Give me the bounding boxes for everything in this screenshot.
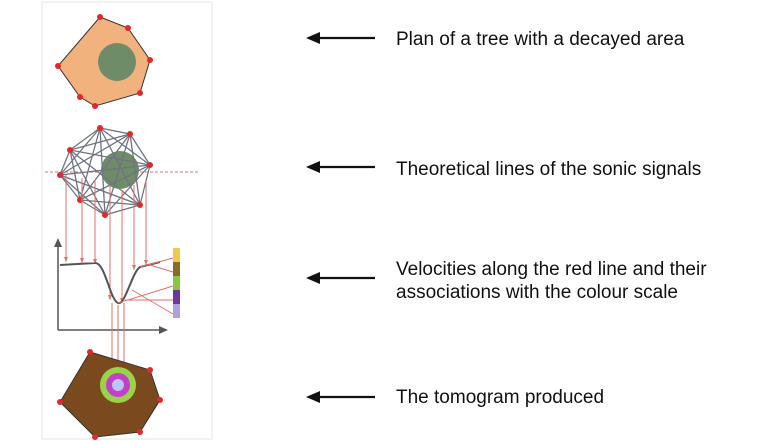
- sensor-dot: [102, 212, 108, 218]
- sensor-dot: [55, 63, 61, 69]
- left-arrow-head: [306, 272, 320, 284]
- signal-line: [104, 133, 131, 216]
- signal-line: [69, 149, 151, 166]
- x-axis-arrowhead: [159, 326, 168, 334]
- velocity-graph: [54, 238, 180, 372]
- colour-scale-segment: [173, 248, 180, 262]
- left-arrow-head: [306, 391, 320, 403]
- sensor-points: [57, 125, 153, 218]
- label-line: associations with the colour scale: [396, 282, 678, 303]
- signal-line: [69, 133, 131, 151]
- signal-line: [59, 174, 81, 201]
- sensor-dot: [147, 367, 153, 373]
- label-line: Velocities along the red line and their: [396, 259, 707, 280]
- colour-scale-segment: [173, 276, 180, 290]
- sensor-points: [55, 14, 153, 109]
- label-tomogram: The tomogram produced: [396, 386, 604, 409]
- projection-arrowhead: [93, 259, 97, 264]
- association-line: [131, 289, 174, 315]
- signal-line: [69, 149, 106, 216]
- sensor-dot: [137, 202, 143, 208]
- colour-scale-segment: [173, 290, 180, 304]
- signal-line: [79, 199, 106, 216]
- tomogram-core: [112, 379, 124, 391]
- sensor-dot: [157, 397, 163, 403]
- signal-line: [69, 149, 81, 201]
- signal-line: [59, 174, 141, 206]
- label-line: Theoretical lines of the sonic signals: [396, 159, 702, 180]
- y-axis-arrowhead: [54, 238, 62, 247]
- sensor-dot: [127, 131, 133, 137]
- projection-arrowhead: [132, 265, 136, 270]
- sensor-dot: [57, 172, 63, 178]
- signal-line: [79, 127, 101, 201]
- sensor-dot: [97, 14, 103, 20]
- sensor-dot: [67, 147, 73, 153]
- sensor-dot: [97, 125, 103, 131]
- sensor-dot: [147, 162, 153, 168]
- signal-line: [99, 127, 131, 135]
- colour-scale-segment: [173, 262, 180, 276]
- sensor-points: [57, 349, 163, 440]
- sensor-dot: [77, 94, 83, 100]
- projection-arrowhead: [80, 258, 84, 263]
- colour-scale-segment: [173, 304, 180, 318]
- signal-lines: [59, 127, 151, 216]
- left-arrow-head: [306, 32, 320, 44]
- sensor-dot: [87, 349, 93, 355]
- tree-plan: [55, 14, 153, 109]
- projection-arrowhead: [64, 257, 68, 262]
- sensor-dot: [147, 57, 153, 63]
- projection-lines: [64, 175, 148, 303]
- signal-line: [139, 164, 151, 206]
- sensor-dot: [92, 103, 98, 109]
- label-line: Plan of a tree with a decayed area: [396, 29, 685, 50]
- sensor-dot: [92, 434, 98, 440]
- sensor-dot: [57, 399, 63, 405]
- label-velocities: Velocities along the red line and their …: [396, 258, 707, 304]
- label-plan: Plan of a tree with a decayed area: [396, 28, 684, 51]
- sensor-dot: [137, 429, 143, 435]
- signal-line: [59, 149, 71, 176]
- association-line: [149, 264, 174, 273]
- label-line: The tomogram produced: [396, 387, 605, 408]
- sensor-dot: [137, 90, 143, 96]
- signal-line: [129, 133, 151, 166]
- signal-line: [69, 149, 141, 206]
- left-arrow-head: [306, 161, 320, 173]
- signal-line: [104, 164, 151, 216]
- tomogram: [57, 349, 163, 440]
- label-theoretical-lines: Theoretical lines of the sonic signals: [396, 158, 701, 181]
- projection-arrowhead: [108, 295, 112, 300]
- sensor-dot: [125, 25, 131, 31]
- signal-line: [79, 133, 131, 201]
- decayed-area: [98, 43, 136, 81]
- pointer-arrows: [306, 32, 375, 403]
- left-panel-frame: [41, 1, 213, 440]
- signal-line: [99, 127, 151, 166]
- association-line: [139, 257, 174, 268]
- signal-line: [99, 127, 106, 216]
- signal-line: [129, 133, 141, 206]
- colour-scale: [173, 248, 180, 318]
- signal-line: [79, 164, 151, 201]
- sonic-network: [45, 125, 200, 218]
- projection-arrowhead: [144, 260, 148, 265]
- signal-line: [69, 127, 101, 151]
- scale-association-lines: [111, 257, 174, 372]
